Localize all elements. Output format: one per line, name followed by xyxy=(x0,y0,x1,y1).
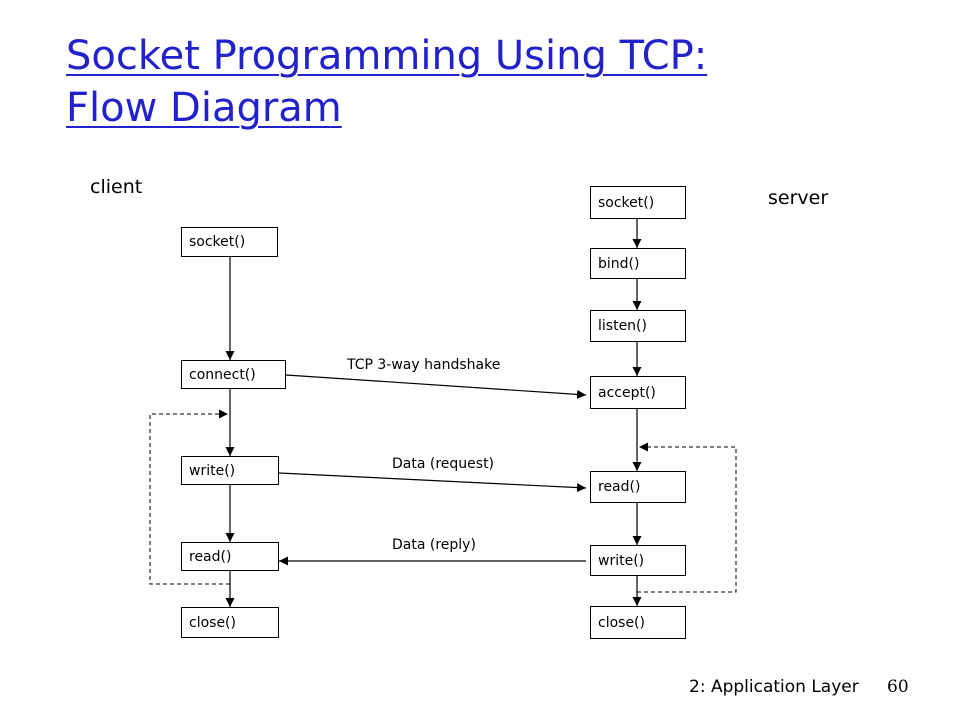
request-arrow xyxy=(278,472,587,493)
handshake-label: TCP 3-way handshake xyxy=(347,357,501,373)
request-label: Data (request) xyxy=(392,456,495,472)
page-title: Socket Programming Using TCP: Flow Diagr… xyxy=(66,30,707,134)
client-node-connect: connect() xyxy=(181,360,286,389)
server-node-accept: accept() xyxy=(590,376,686,409)
server-loop-dashed xyxy=(637,442,737,593)
server-node-close: close() xyxy=(590,606,686,639)
page-number: 60 xyxy=(887,677,909,697)
client-label: client xyxy=(90,176,143,198)
client-node-close: close() xyxy=(181,607,279,638)
server-node-listen: listen() xyxy=(590,310,686,342)
title-line-2: Flow Diagram xyxy=(66,85,342,131)
reply-label: Data (reply) xyxy=(392,537,476,553)
client-loop-dashed xyxy=(149,409,230,585)
client-node-socket: socket() xyxy=(181,227,278,257)
server-label: server xyxy=(768,187,829,209)
server-node-read: read() xyxy=(590,471,686,503)
server-node-socket: socket() xyxy=(590,186,686,219)
server-node-bind: bind() xyxy=(590,248,686,279)
footer-section: 2: Application Layer xyxy=(689,677,859,697)
handshake-arrow xyxy=(285,374,587,399)
client-node-write: write() xyxy=(181,456,279,485)
client-node-read: read() xyxy=(181,542,279,571)
title-line-1: Socket Programming Using TCP: xyxy=(66,33,708,79)
server-node-write: write() xyxy=(590,545,686,576)
